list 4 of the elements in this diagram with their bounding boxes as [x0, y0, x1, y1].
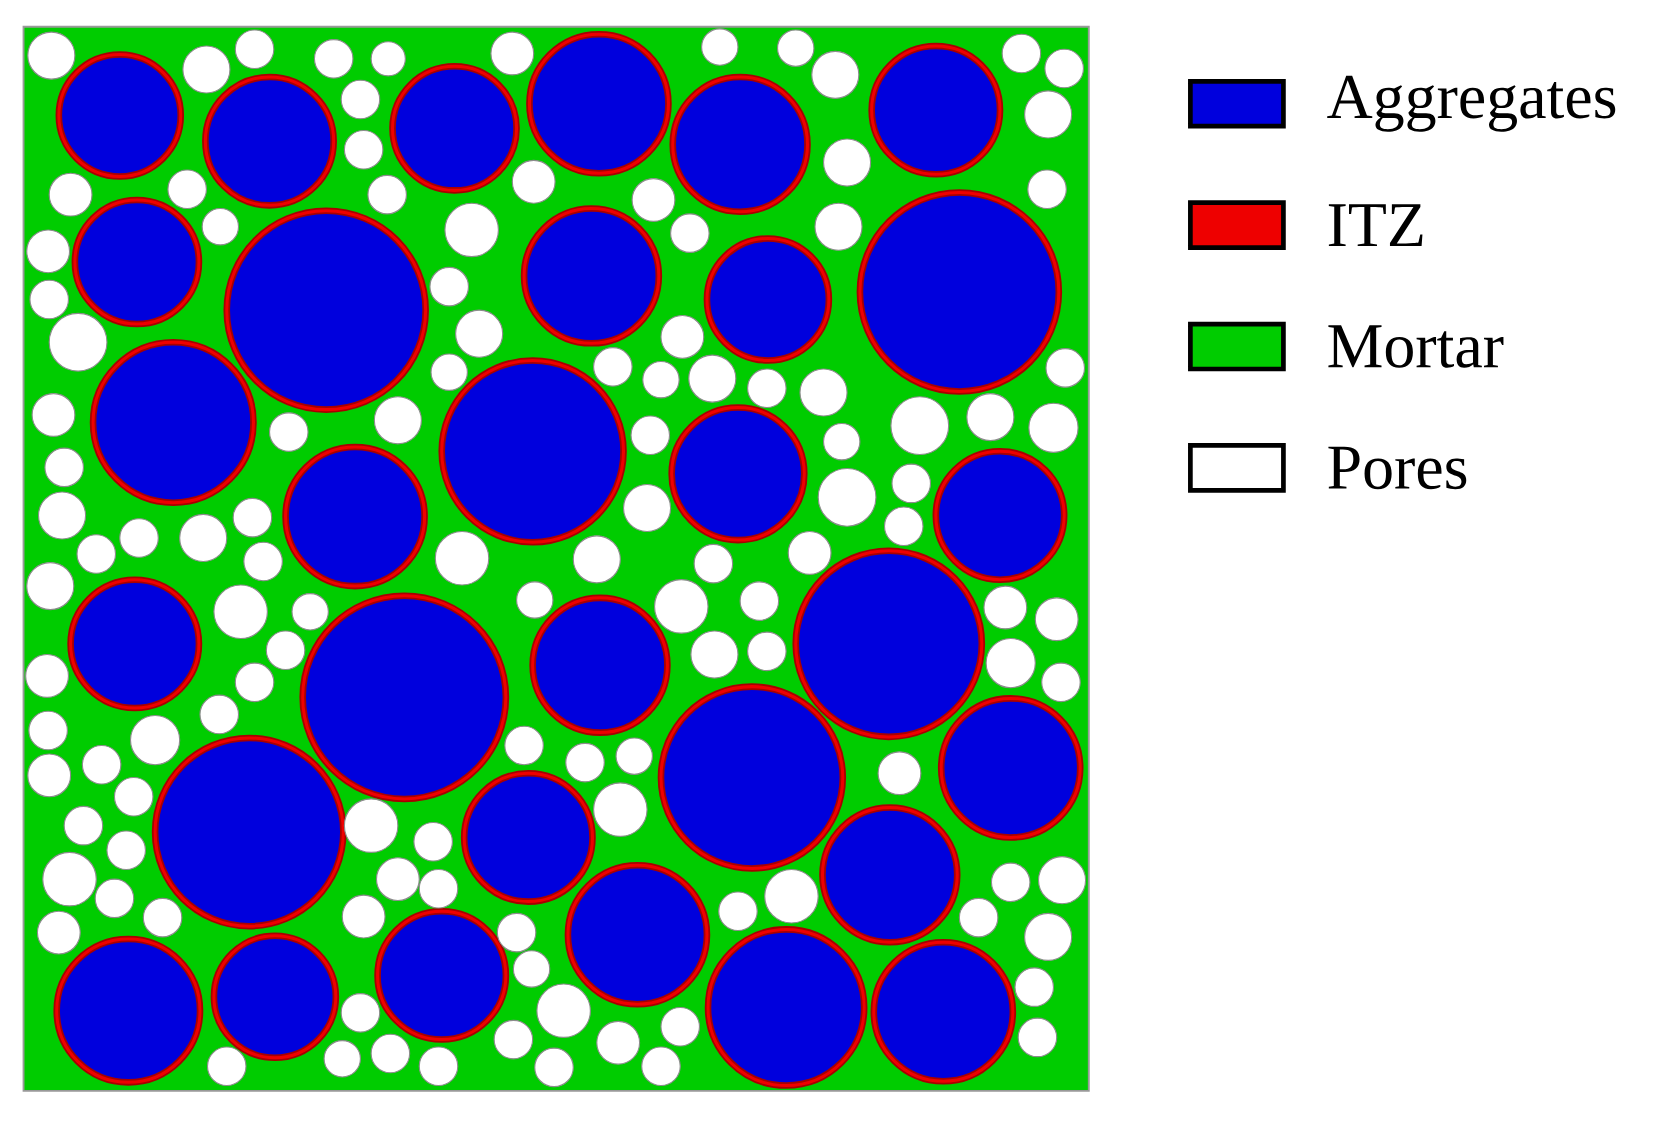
legend-label: Pores [1328, 446, 1467, 490]
legend-label: Mortar [1328, 325, 1504, 368]
legend-label: Aggregates [1327, 75, 1616, 132]
legend-label: ITZ [1328, 204, 1423, 247]
